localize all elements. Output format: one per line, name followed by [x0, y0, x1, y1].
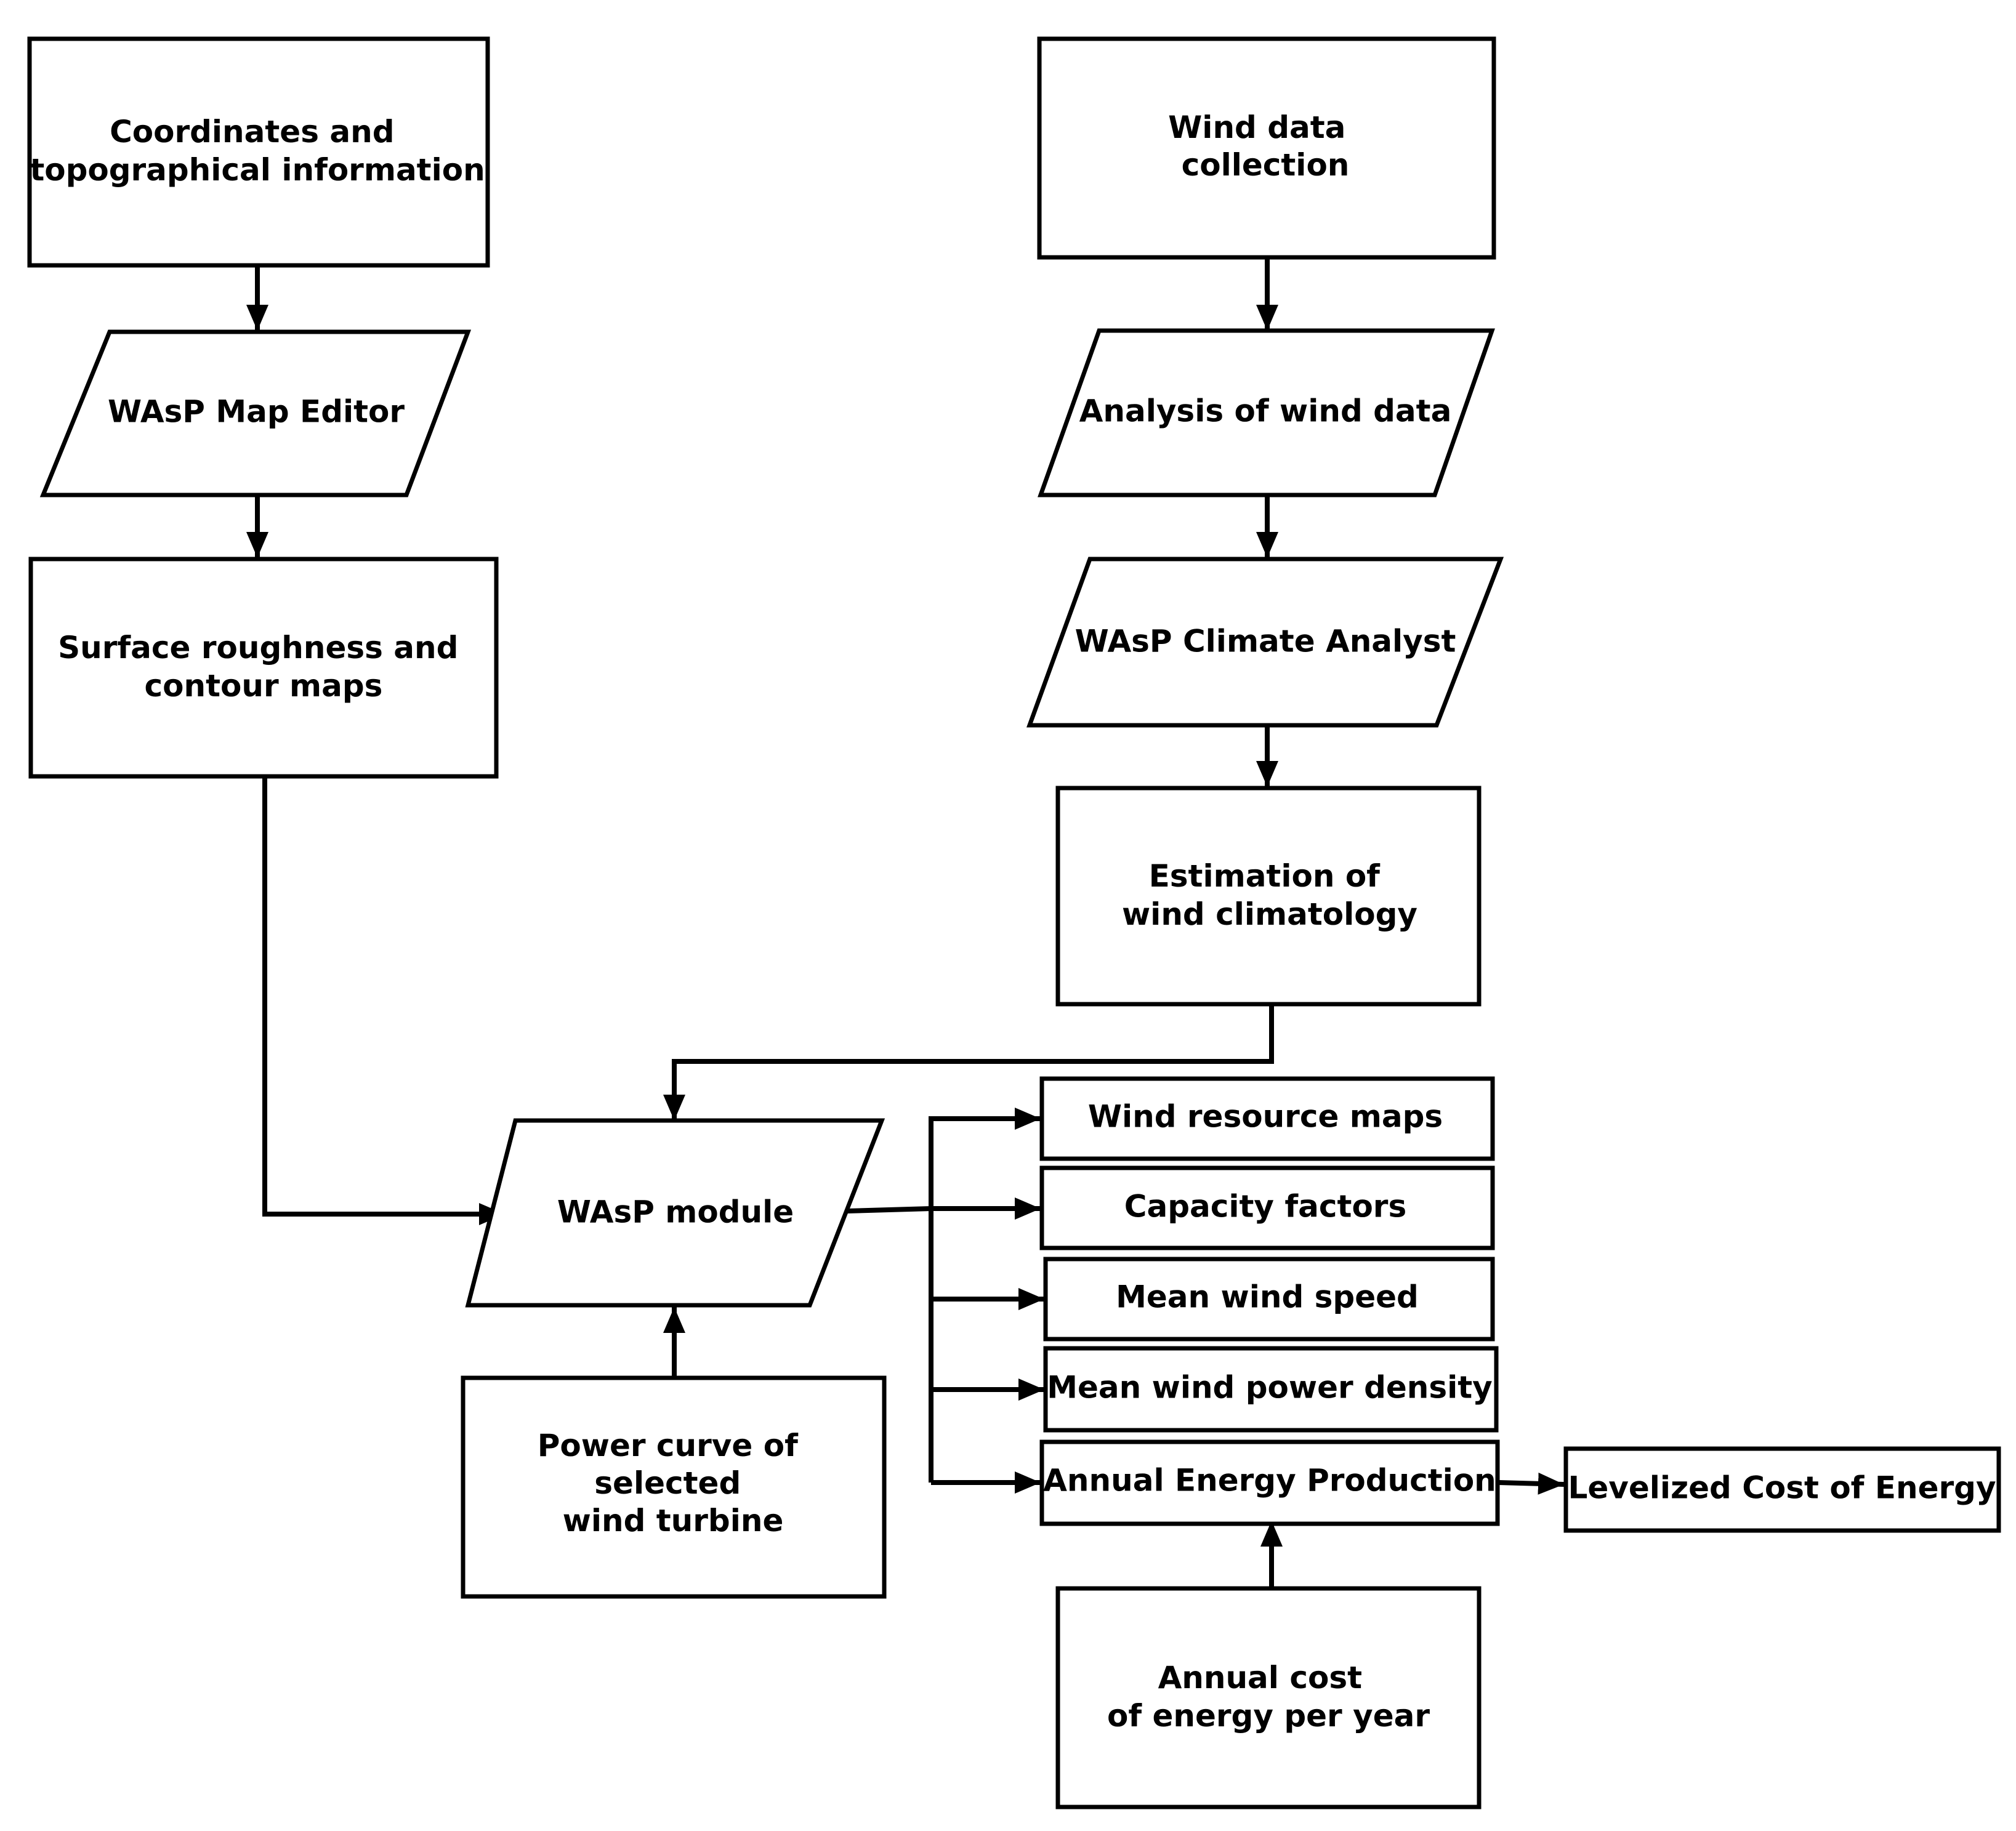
node-label: WAsP Map Editor: [108, 394, 405, 430]
node-label: Mean wind speed: [1116, 1279, 1419, 1315]
node-label: Wind data collection: [1168, 110, 1357, 183]
edge-branch-to-wind-resource-maps: [929, 1108, 1041, 1483]
node-wasp-module: WAsP module: [465, 1118, 885, 1308]
node-surface-roughness: Surface roughness and contour maps: [28, 557, 499, 779]
node-mean-wind-power-density: Mean wind power density: [1043, 1346, 1499, 1433]
node-label: Surface roughness and contour maps: [58, 630, 469, 704]
edges: [246, 259, 1565, 1587]
edge-wasp-module-to-capacity-factors: [846, 1197, 1041, 1220]
node-label: Estimation of wind climatology: [1122, 858, 1417, 932]
node-label: Annual Energy Production: [1043, 1463, 1496, 1499]
node-capacity-factors: Capacity factors: [1039, 1165, 1495, 1250]
edge-wind-climatology-to-wasp-module: [663, 1005, 1274, 1121]
node-label: Power curve of selected wind turbine: [538, 1428, 809, 1539]
node-wind-data-collection: Wind data collection: [1037, 36, 1496, 260]
node-power-curve: Power curve of selected wind turbine: [461, 1375, 887, 1599]
node-annual-cost: Annual cost of energy per year: [1055, 1586, 1482, 1809]
edge-surface-roughness-to-wasp-module: [262, 778, 505, 1225]
node-label: Annual cost of energy per year: [1107, 1660, 1430, 1734]
node-label: Wind resource maps: [1088, 1099, 1443, 1135]
node-wind-climatology: Estimation of wind climatology: [1055, 786, 1482, 1007]
node-label: Coordinates and topographical informatio…: [30, 114, 485, 188]
node-wasp-map-editor: WAsP Map Editor: [39, 329, 472, 497]
node-levelized-cost-of-energy: Levelized Cost of Energy: [1563, 1446, 2001, 1533]
node-wind-resource-maps: Wind resource maps: [1039, 1076, 1495, 1161]
node-analysis-of-wind-data: Analysis of wind data: [1038, 328, 1495, 497]
node-label: Levelized Cost of Energy: [1568, 1470, 1996, 1506]
node-mean-wind-speed: Mean wind speed: [1043, 1257, 1495, 1342]
node-coordinates: Coordinates and topographical informatio…: [27, 36, 490, 268]
node-label: Mean wind power density: [1047, 1370, 1493, 1406]
edge-aep-to-lcoe: [1498, 1472, 1565, 1495]
node-annual-energy-production: Annual Energy Production: [1039, 1439, 1500, 1526]
node-label: WAsP module: [557, 1194, 794, 1230]
node-wasp-climate-analyst: WAsP Climate Analyst: [1026, 557, 1504, 728]
node-label: WAsP Climate Analyst: [1075, 624, 1456, 659]
node-label: Capacity factors: [1124, 1189, 1406, 1225]
node-label: Analysis of wind data: [1079, 393, 1452, 429]
